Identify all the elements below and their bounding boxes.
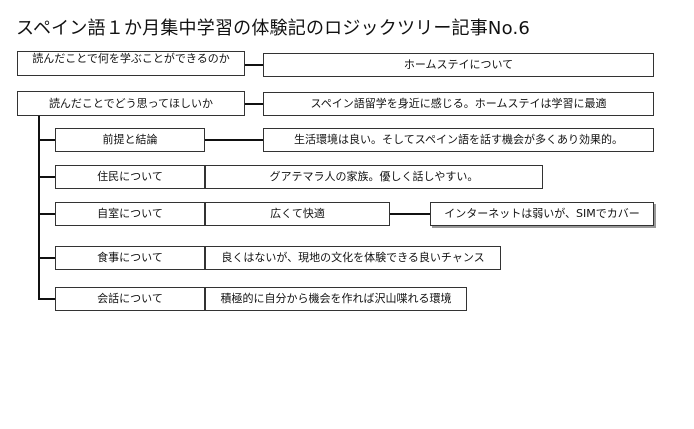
detail-label-room: 広くて快適 [270,207,325,220]
branch-premise [38,139,55,141]
answer-box-learn: ホームステイについて [263,53,654,77]
item-label-conversation: 会話について [97,292,163,305]
detail-box-conversation: 積極的に自分から機会を作れば沢山喋れる環境 [205,287,467,311]
branch-residents [38,176,55,178]
branch-meals [38,257,55,259]
detail-box-room: 広くて快適 [205,202,390,226]
item-label-premise: 前提と結論 [102,133,158,146]
branch-room [38,213,55,215]
connector-premise [205,139,263,141]
item-box-meals: 食事について [55,246,205,270]
detail-label-conversation: 積極的に自分から機会を作れば沢山喋れる環境 [220,292,452,305]
page-title: スペイン語１か月集中学習の体験記のロジックツリー記事No.6 [16,18,531,39]
connector-learn [245,64,263,66]
item-label-room: 自室について [97,207,163,220]
detail-box-meals: 良くはないが、現地の文化を体験できる良いチャンス [205,246,501,270]
answer-box-feel: スペイン語留学を身近に感じる。ホームステイは学習に最適 [263,92,654,116]
extra-label-room: インターネットは弱いが、SIMでカバー [444,207,640,220]
item-box-residents: 住民について [55,165,205,189]
detail-label-meals: 良くはないが、現地の文化を体験できる良いチャンス [221,251,485,264]
item-box-room: 自室について [55,202,205,226]
connector-feel [245,103,263,105]
connector-room [390,213,430,215]
item-box-premise: 前提と結論 [55,128,205,152]
item-label-residents: 住民について [97,170,163,183]
answer-label-feel: スペイン語留学を身近に感じる。ホームステイは学習に最適 [310,97,607,110]
question-box-learn: 読んだことで何を学ぶことができるのか [17,51,245,76]
question-box-feel: 読んだことでどう思ってほしいか [17,91,245,116]
detail-box-premise: 生活環境は良い。そしてスペイン語を話す機会が多くあり効果的。 [263,128,654,152]
question-label-feel: 読んだことでどう思ってほしいか [48,96,214,110]
detail-box-residents: グアテマラ人の家族。優しく話しやすい。 [205,165,543,189]
detail-label-residents: グアテマラ人の家族。優しく話しやすい。 [269,170,479,183]
branch-conversation [38,298,55,300]
item-box-conversation: 会話について [55,287,205,311]
item-label-meals: 食事について [97,251,163,264]
question-label-learn: 読んだことで何を学ぶことができるのか [32,52,230,65]
detail-label-premise: 生活環境は良い。そしてスペイン語を話す機会が多くあり効果的。 [294,133,623,146]
tree-trunk [38,116,40,299]
extra-box-room: インターネットは弱いが、SIMでカバー [430,202,654,226]
answer-label-learn: ホームステイについて [403,58,514,71]
